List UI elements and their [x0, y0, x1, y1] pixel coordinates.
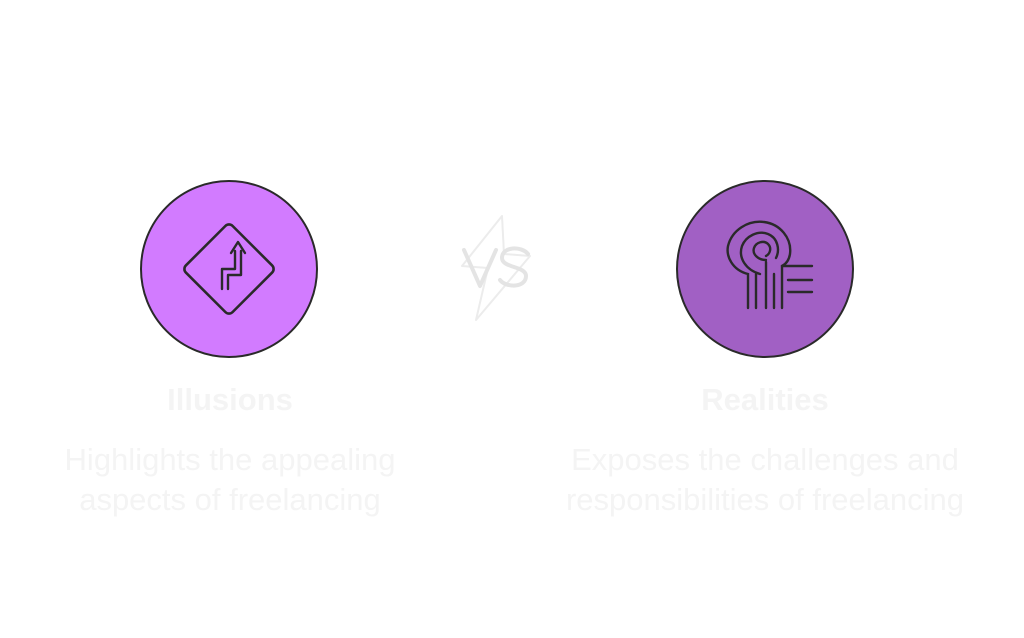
illusions-circle — [140, 180, 318, 358]
illusions-description: Highlights the appealing aspects of free… — [64, 442, 396, 517]
winding-road-sign-icon — [183, 223, 275, 315]
illusions-title: Illusions — [167, 382, 293, 417]
realities-circle — [676, 180, 854, 358]
vs-lightning-icon — [461, 215, 531, 321]
highway-interchange-icon — [726, 220, 814, 310]
realities-title: Realities — [701, 382, 829, 417]
realities-description: Exposes the challenges and responsibilit… — [565, 442, 965, 517]
